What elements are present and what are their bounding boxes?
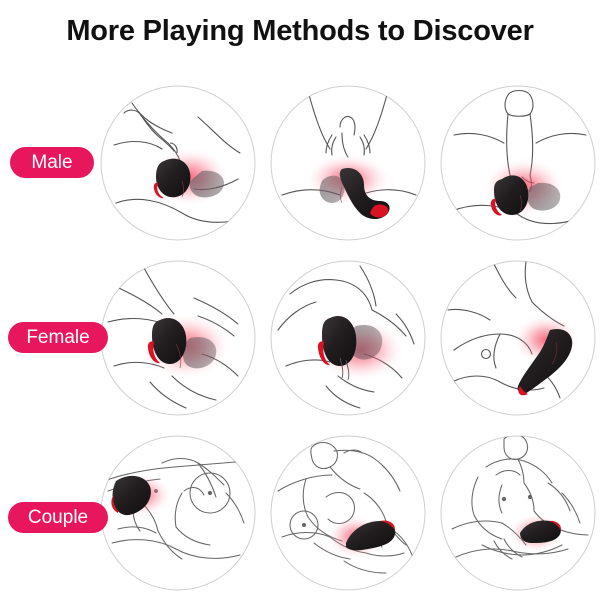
panel-couple-scene-3 — [438, 433, 598, 593]
panel-female-scene-1 — [98, 258, 258, 418]
panel-female-scene-3 — [438, 258, 598, 418]
panel-male-scene-1 — [98, 83, 258, 243]
row-label-female: Female — [8, 322, 108, 353]
panel-couple-scene-2 — [268, 433, 428, 593]
panel-male-scene-2 — [268, 83, 428, 243]
panel-male-scene-3 — [438, 83, 598, 243]
row-label-couple: Couple — [8, 502, 108, 533]
panel-female-scene-2 — [268, 258, 428, 418]
panel-couple-scene-1 — [98, 433, 258, 593]
row-label-male: Male — [10, 147, 94, 178]
page-title: More Playing Methods to Discover — [66, 15, 534, 47]
